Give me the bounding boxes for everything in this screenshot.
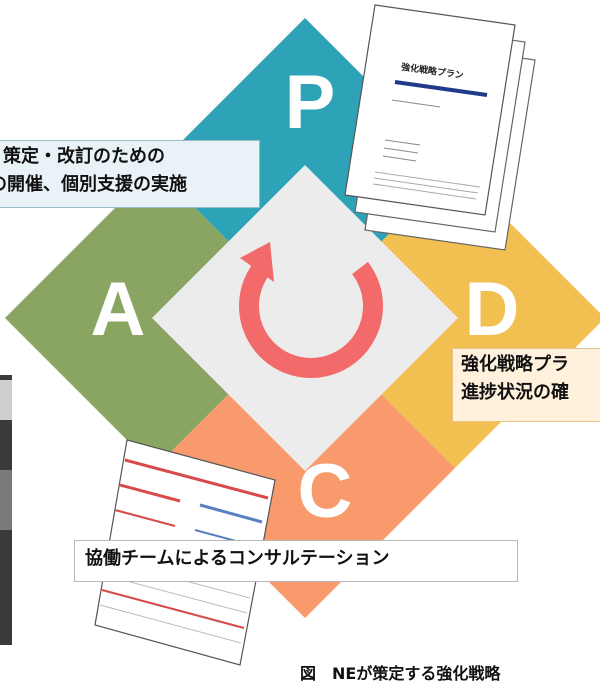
letter-a: A: [91, 267, 146, 352]
do-label: 強化戦略プラ 進捗状況の確: [452, 348, 600, 422]
plan-document: 強化戦略プラン: [344, 4, 536, 251]
cycle-arrowhead-icon: [240, 242, 274, 282]
plan-label-line1: 策定・改訂のための: [3, 146, 165, 167]
check-label: 協働チームによるコンサルテーション: [74, 540, 518, 582]
do-label-line1: 強化戦略プラ: [461, 354, 569, 375]
figure-caption: 図 NEが策定する強化戦略: [300, 664, 501, 683]
letter-d: D: [465, 267, 520, 352]
plan-label-line2: の開催、個別支援の実施: [0, 174, 187, 195]
plan-label: 策定・改訂のための の開催、個別支援の実施: [0, 140, 260, 208]
letter-c: C: [298, 449, 353, 534]
letter-p: P: [285, 60, 336, 145]
cycle-arrow-icon: [239, 261, 383, 378]
center-diamond: [152, 165, 458, 471]
do-label-line2: 進捗状況の確: [461, 382, 569, 403]
